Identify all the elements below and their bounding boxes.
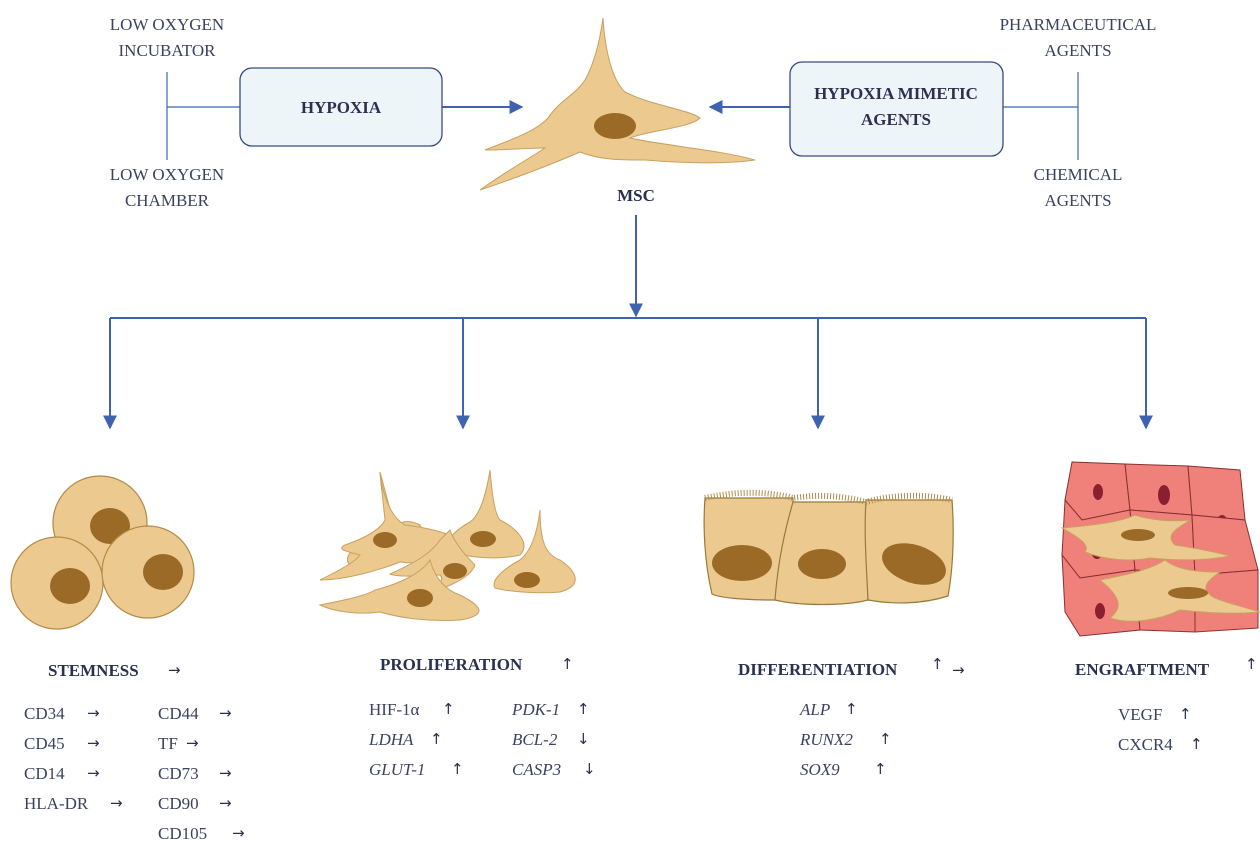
low-oxygen-chamber-line2: CHAMBER bbox=[125, 191, 210, 210]
stemness-marker-cd44: CD44 bbox=[158, 704, 199, 723]
proliferation-marker-ldha-effect: ↑ bbox=[430, 730, 443, 748]
stemness-marker-cd14-effect: → bbox=[87, 764, 100, 782]
proliferation-marker-glut1: GLUT-1 bbox=[369, 760, 425, 779]
msc-label: MSC bbox=[617, 186, 655, 205]
stemness-marker-cd90: CD90 bbox=[158, 794, 199, 813]
engraftment-cells-illustration bbox=[1062, 462, 1260, 636]
engraftment-marker-vegf-effect: ↑ bbox=[1179, 705, 1192, 723]
stemness-marker-cd45: CD45 bbox=[24, 734, 65, 753]
differentiation-cells-illustration bbox=[704, 493, 953, 605]
proliferation-marker-hif1a-effect: ↑ bbox=[442, 700, 455, 718]
proliferation-marker-casp3-effect: ↓ bbox=[583, 760, 596, 778]
hypoxia-box-label: HYPOXIA bbox=[301, 98, 382, 117]
low-oxygen-chamber-line1: LOW OXYGEN bbox=[110, 165, 224, 184]
stemness-marker-cd73-effect: → bbox=[219, 764, 232, 782]
proliferation-title: PROLIFERATION bbox=[380, 655, 523, 674]
proliferation-title-effect: ↑ bbox=[561, 655, 574, 673]
stemness-title-effect: → bbox=[168, 661, 181, 679]
proliferation-marker-pdk1: PDK-1 bbox=[511, 700, 560, 719]
msc-cell-illustration bbox=[480, 18, 755, 190]
stemness-marker-cd73: CD73 bbox=[158, 764, 199, 783]
engraftment-marker-cxcr4-effect: ↑ bbox=[1190, 735, 1203, 753]
differentiation-marker-sox9-effect: ↑ bbox=[874, 760, 887, 778]
stemness-marker-cd45-effect: → bbox=[87, 734, 100, 752]
stemness-marker-cd34: CD34 bbox=[24, 704, 65, 723]
engraftment-marker-vegf: VEGF bbox=[1118, 705, 1162, 724]
proliferation-marker-hif1a: HIF-1α bbox=[369, 700, 420, 719]
stemness-marker-tf-effect: → bbox=[186, 734, 199, 752]
pharmaceutical-agents-line2: AGENTS bbox=[1044, 41, 1111, 60]
chemical-agents-line2: AGENTS bbox=[1044, 191, 1111, 210]
proliferation-marker-ldha: LDHA bbox=[368, 730, 414, 749]
differentiation-title: DIFFERENTIATION bbox=[738, 660, 898, 679]
proliferation-marker-pdk1-effect: ↑ bbox=[577, 700, 590, 718]
differentiation-marker-sox9: SOX9 bbox=[800, 760, 840, 779]
proliferation-marker-glut1-effect: ↑ bbox=[451, 760, 464, 778]
proliferation-marker-bcl2-effect: ↓ bbox=[577, 730, 590, 748]
hypoxia-mimetic-label-line2: AGENTS bbox=[861, 110, 931, 129]
stemness-marker-cd90-effect: → bbox=[219, 794, 232, 812]
stemness-marker-tf: TF bbox=[158, 734, 178, 753]
differentiation-marker-runx2: RUNX2 bbox=[799, 730, 853, 749]
stemness-cells-illustration bbox=[11, 476, 194, 629]
differentiation-title-effect-arrow: → bbox=[952, 661, 965, 679]
differentiation-marker-runx2-effect: ↑ bbox=[879, 730, 892, 748]
stemness-marker-hla-dr-effect: → bbox=[110, 794, 123, 812]
pharmaceutical-agents-line1: PHARMACEUTICAL bbox=[1000, 15, 1157, 34]
engraftment-title-effect: ↑ bbox=[1245, 655, 1258, 673]
differentiation-title-effect-up: ↑ bbox=[931, 655, 944, 673]
proliferation-cells-illustration bbox=[320, 470, 575, 621]
proliferation-marker-bcl2: BCL-2 bbox=[512, 730, 558, 749]
engraftment-marker-cxcr4: CXCR4 bbox=[1118, 735, 1173, 754]
chemical-agents-line1: CHEMICAL bbox=[1034, 165, 1123, 184]
stemness-marker-cd105: CD105 bbox=[158, 824, 207, 843]
differentiation-marker-alp: ALP bbox=[799, 700, 830, 719]
differentiation-marker-alp-effect: ↑ bbox=[845, 700, 858, 718]
hypoxia-mimetic-box bbox=[790, 62, 1003, 156]
proliferation-marker-casp3: CASP3 bbox=[512, 760, 561, 779]
stemness-marker-hla-dr: HLA-DR bbox=[24, 794, 89, 813]
stemness-title: STEMNESS bbox=[48, 661, 139, 680]
low-oxygen-incubator-line2: INCUBATOR bbox=[119, 41, 217, 60]
engraftment-title: ENGRAFTMENT bbox=[1075, 660, 1210, 679]
stemness-marker-cd34-effect: → bbox=[87, 704, 100, 722]
stemness-marker-cd44-effect: → bbox=[219, 704, 232, 722]
hypoxia-mimetic-label-line1: HYPOXIA MIMETIC bbox=[814, 84, 978, 103]
stemness-marker-cd105-effect: → bbox=[232, 824, 245, 842]
stemness-marker-cd14: CD14 bbox=[24, 764, 65, 783]
low-oxygen-incubator-line1: LOW OXYGEN bbox=[110, 15, 224, 34]
